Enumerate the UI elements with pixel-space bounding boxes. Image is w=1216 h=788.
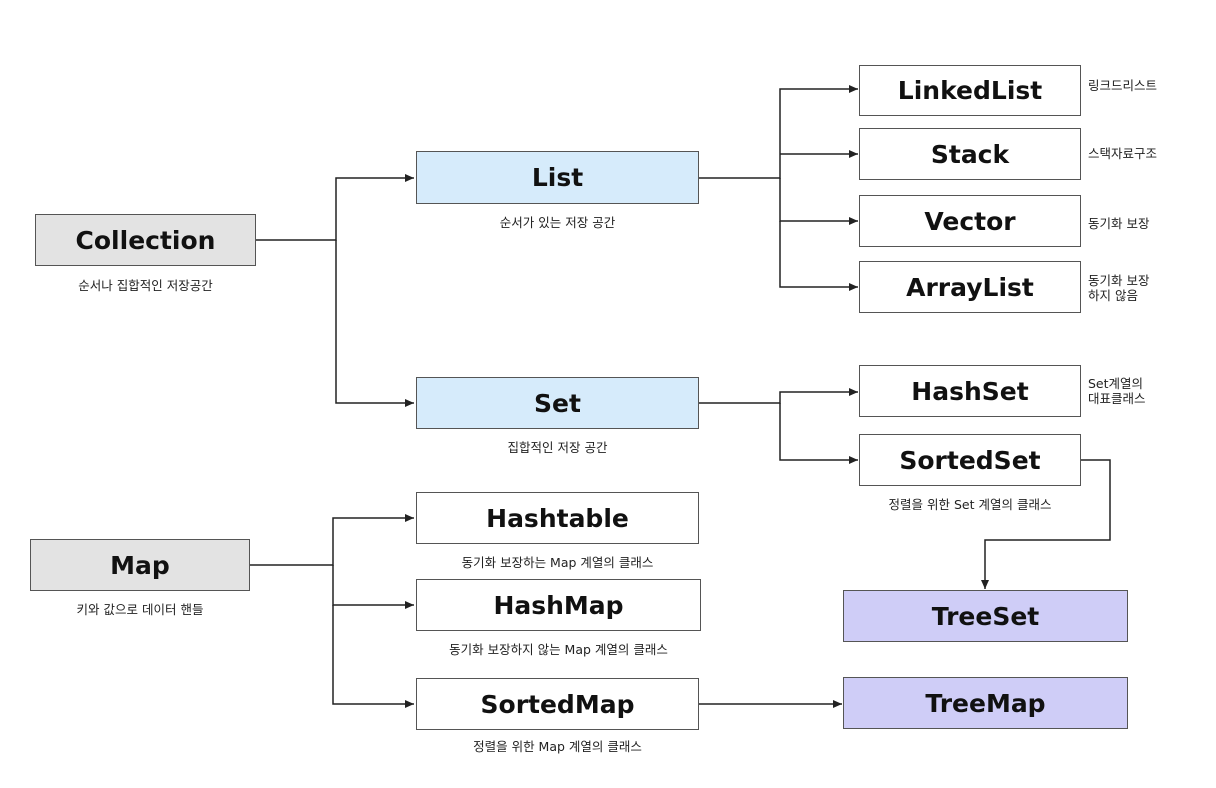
hashset-note: Set계열의 대표클래스 <box>1088 376 1146 406</box>
edge-list-vector <box>779 178 858 225</box>
linkedlist-node: LinkedList <box>859 65 1081 116</box>
map-node: Map <box>30 539 250 591</box>
hashmap-caption: 동기화 보장하지 않는 Map 계열의 클래스 <box>449 642 668 657</box>
set-caption: 집합적인 저장 공간 <box>507 440 608 455</box>
edge-collection-list <box>256 174 414 241</box>
stack-node: Stack <box>859 128 1081 180</box>
list-caption: 순서가 있는 저장 공간 <box>499 215 616 230</box>
collection-node: Collection <box>35 214 256 266</box>
linkedlist-note: 링크드리스트 <box>1088 78 1158 93</box>
set-node: Set <box>416 377 699 429</box>
arraylist-note-line-2: 하지 않음 <box>1088 288 1138 303</box>
sortedmap-caption: 정렬을 위한 Map 계열의 클래스 <box>473 739 642 754</box>
arraylist-note: 동기화 보장 하지 않음 <box>1088 273 1149 303</box>
edge-list-arraylist <box>779 221 858 291</box>
hashset-note-line-2: 대표클래스 <box>1088 391 1146 406</box>
list-node: List <box>416 151 699 204</box>
edge-map-hashtable <box>250 514 414 566</box>
edge-map-hashmap <box>332 565 414 609</box>
sortedset-node: SortedSet <box>859 434 1081 486</box>
vector-note: 동기화 보장 <box>1088 216 1150 231</box>
stack-note: 스택자료구조 <box>1088 146 1158 161</box>
treemap-node: TreeMap <box>843 677 1128 729</box>
hashtable-caption: 동기화 보장하는 Map 계열의 클래스 <box>461 555 654 570</box>
hashset-note-line-1: Set계열의 <box>1088 376 1144 391</box>
edge-list-linkedlist <box>699 85 858 179</box>
edge-map-sortedmap <box>332 605 414 708</box>
edge-set-sortedset <box>779 403 858 464</box>
hashtable-node: Hashtable <box>416 492 699 544</box>
edge-set-hashset <box>699 388 858 404</box>
vector-node: Vector <box>859 195 1081 247</box>
hashset-node: HashSet <box>859 365 1081 417</box>
hashmap-node: HashMap <box>416 579 701 631</box>
collection-caption: 순서나 집합적인 저장공간 <box>78 278 213 293</box>
sortedset-caption: 정렬을 위한 Set 계열의 클래스 <box>888 497 1052 512</box>
edge-sortedset-treeset <box>981 459 1111 589</box>
edge-collection-set <box>335 240 414 407</box>
map-caption: 키와 값으로 데이터 핸들 <box>76 602 204 617</box>
treeset-node: TreeSet <box>843 590 1128 642</box>
arraylist-node: ArrayList <box>859 261 1081 313</box>
sortedmap-node: SortedMap <box>416 678 699 730</box>
arraylist-note-line-1: 동기화 보장 <box>1088 273 1150 288</box>
